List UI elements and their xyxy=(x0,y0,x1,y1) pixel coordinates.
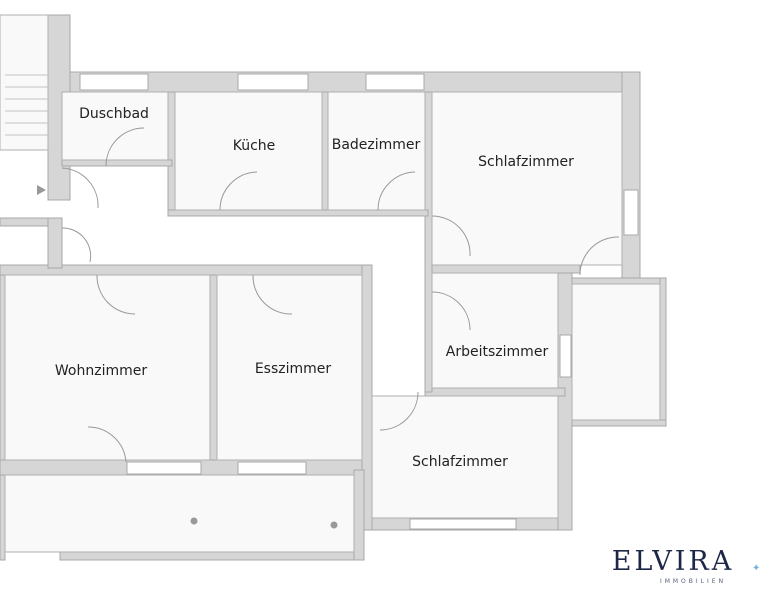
door xyxy=(252,274,293,315)
room-label-badezimmer: Badezimmer xyxy=(331,137,421,153)
door xyxy=(61,167,99,209)
room-badezimmer xyxy=(327,91,426,211)
window xyxy=(623,189,639,236)
entrance-arrow-icon xyxy=(37,185,46,195)
window xyxy=(126,461,202,475)
wall xyxy=(424,264,581,274)
elvira-logo: ELVIRA IMMOBILIEN ✦ xyxy=(598,546,761,588)
balcony-bottom xyxy=(4,474,355,553)
door xyxy=(219,171,258,211)
wall xyxy=(167,91,176,217)
wall xyxy=(209,274,218,461)
room-duschbad xyxy=(61,91,169,161)
logo-name: ELVIRA xyxy=(611,546,735,577)
room-label-duschbad: Duschbad xyxy=(79,106,149,122)
wall xyxy=(59,551,359,561)
wall xyxy=(47,217,63,269)
balcony-right xyxy=(571,283,661,421)
room-label-schlafzimmer-1: Schlafzimmer xyxy=(478,154,574,170)
wall xyxy=(424,387,566,397)
room-label-schlafzimmer-2: Schlafzimmer xyxy=(412,454,508,470)
wall xyxy=(61,159,173,167)
window xyxy=(237,461,307,475)
room-esszimmer xyxy=(216,274,363,461)
door xyxy=(431,215,471,257)
pillar xyxy=(190,517,198,525)
window xyxy=(79,73,149,91)
room-schlafzimmer-2 xyxy=(371,395,559,519)
wall xyxy=(424,91,433,393)
door xyxy=(61,227,92,263)
wall xyxy=(69,71,641,93)
wall xyxy=(557,264,573,531)
door xyxy=(379,391,419,431)
room-wohnzimmer xyxy=(4,274,211,461)
window xyxy=(409,518,517,530)
door xyxy=(377,171,416,211)
room-label-wohnzimmer: Wohnzimmer xyxy=(54,363,148,379)
room-kueche xyxy=(174,91,323,211)
stairwell xyxy=(0,14,49,151)
pillar xyxy=(330,521,338,529)
wall xyxy=(167,209,429,217)
window xyxy=(237,73,309,91)
wall xyxy=(321,91,329,217)
wall xyxy=(571,277,663,285)
wall xyxy=(659,277,667,427)
window xyxy=(365,73,425,91)
wall xyxy=(0,474,6,561)
wall xyxy=(571,419,667,427)
door xyxy=(96,274,136,315)
room-label-arbeitszimmer: Arbeitszimmer xyxy=(445,344,549,360)
wall xyxy=(621,71,641,279)
room-arbeitszimmer xyxy=(431,272,559,389)
room-label-esszimmer: Esszimmer xyxy=(254,361,332,377)
room-label-kueche: Küche xyxy=(232,138,276,154)
wall xyxy=(353,469,365,561)
door xyxy=(431,291,471,331)
room-schlafzimmer-1 xyxy=(431,91,623,266)
window xyxy=(559,334,572,378)
door xyxy=(87,426,127,463)
sparkle-icon: ✦ xyxy=(752,563,761,574)
logo-subtitle: IMMOBILIEN xyxy=(659,578,727,585)
door xyxy=(579,236,620,276)
wall xyxy=(0,274,6,476)
door xyxy=(105,127,145,167)
